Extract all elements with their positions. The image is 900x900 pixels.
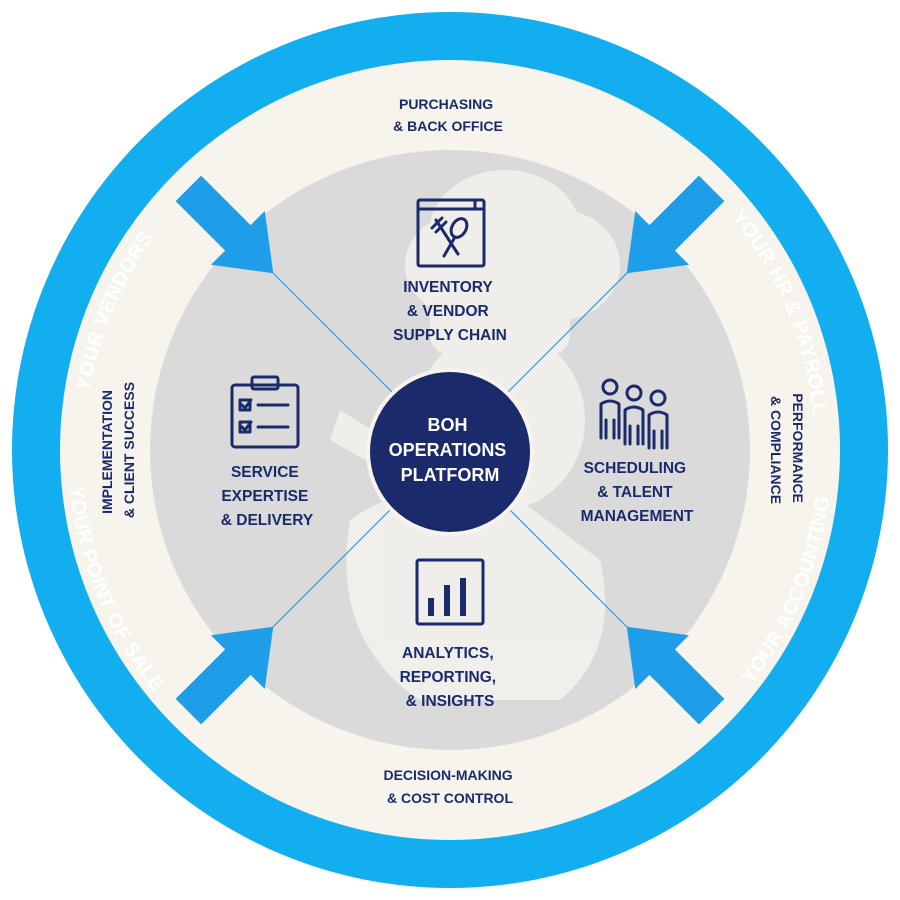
- quadrant-label-top: INVENTORY & VENDOR SUPPLY CHAIN: [393, 279, 507, 344]
- outer-label-bottom: DECISION-MAKING & COST CONTROL: [383, 767, 516, 806]
- arrow-vendors: [175, 175, 274, 274]
- cutlery-book-icon: [416, 198, 486, 268]
- arrow-hr-payroll: [626, 175, 725, 274]
- svg-text:PERFORMANCE & COMPLIANCE: PERFORMANCE & COMPLIANCE: [768, 393, 806, 507]
- clipboard-checklist-icon: [230, 375, 300, 449]
- bar-chart-icon: [415, 558, 485, 626]
- outer-label-top: PURCHASING & BACK OFFICE: [393, 96, 503, 134]
- quadrant-label-bottom: ANALYTICS, REPORTING, & INSIGHTS: [400, 645, 501, 710]
- outer-label-left: IMPLEMENTATION & CLIENT SUCCESS: [99, 382, 137, 518]
- center-label: BOH OPERATIONS PLATFORM: [389, 415, 512, 485]
- svg-text:IMPLEMENTATION & CLIENT: IMPLEMENTATION & CLIENT SUCCESS: [99, 382, 137, 518]
- center-hub: [366, 368, 534, 536]
- outer-label-right: PERFORMANCE & COMPLIANCE: [768, 393, 806, 507]
- arrow-accounting: [626, 626, 725, 725]
- quadrant-label-right: SCHEDULING & TALENT MANAGEMENT: [581, 460, 694, 525]
- arrow-point-of-sale: [175, 626, 274, 725]
- people-group-icon: [599, 378, 669, 450]
- quadrant-label-left: SERVICE EXPERTISE & DELIVERY: [221, 464, 314, 529]
